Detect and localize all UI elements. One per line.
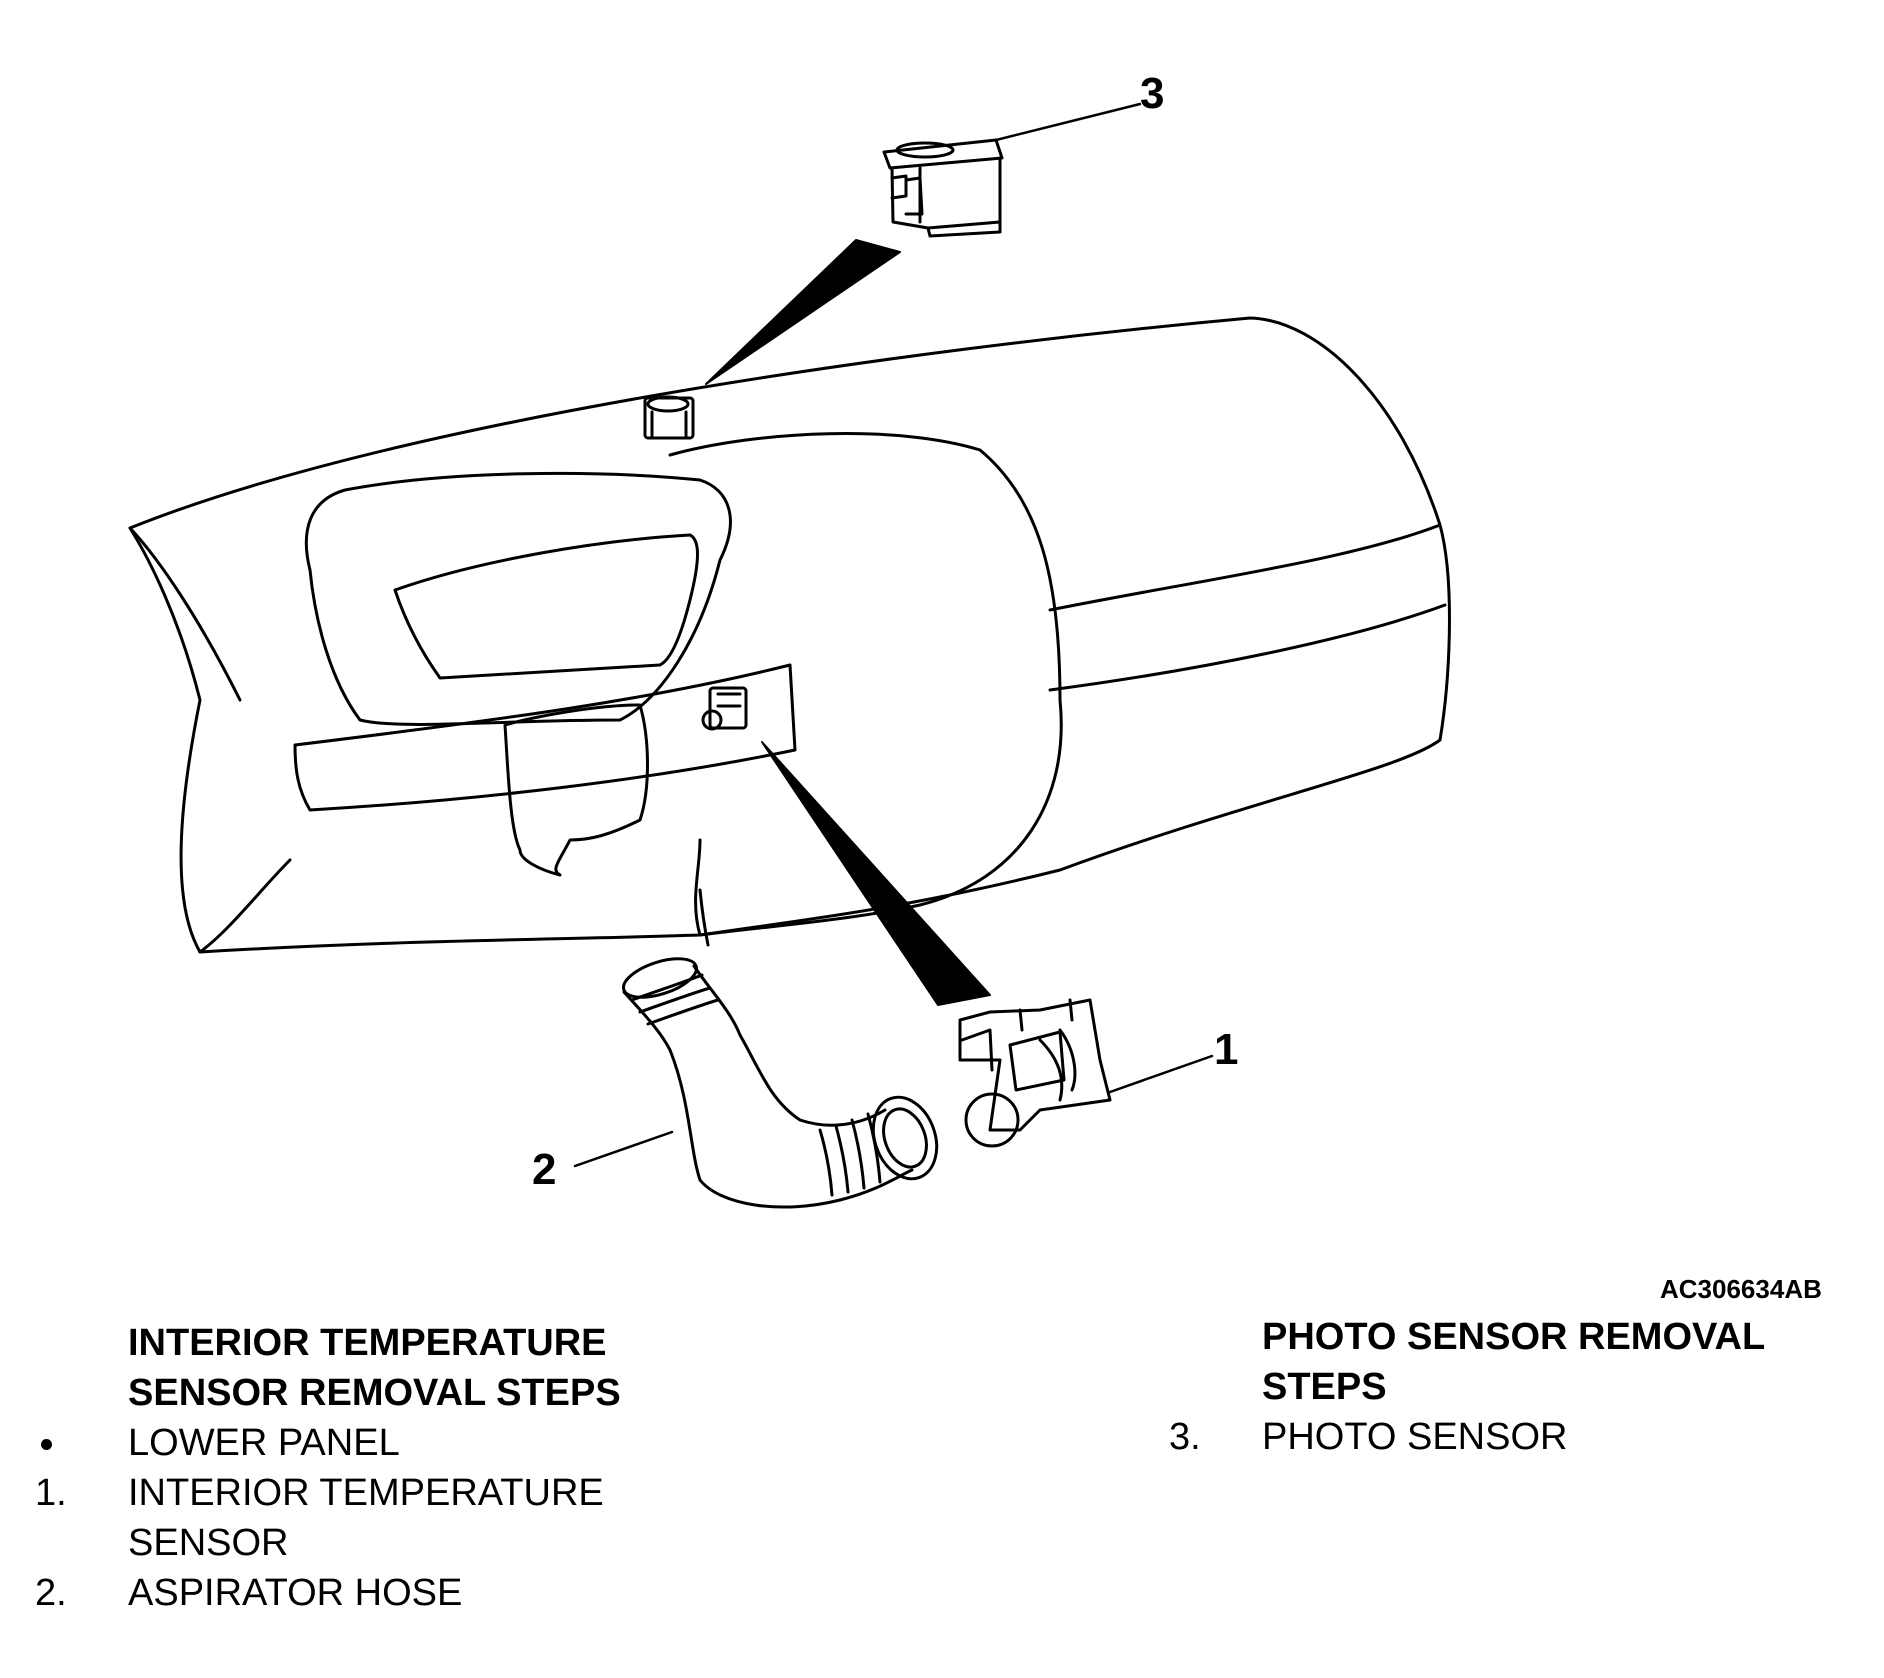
pointer-wedge-1 [761,741,991,1006]
callout-1: 1 [1214,1025,1239,1074]
callout-2: 2 [532,1145,557,1194]
photo-sensor-in-dash-icon [643,395,695,440]
interior-section-heading: INTERIOR TEMPERATURE SENSOR REMOVAL STEP… [128,1318,621,1418]
step-number: 2. [35,1572,67,1614]
photo-section-heading: PHOTO SENSOR REMOVAL STEPS [1262,1312,1765,1412]
bullet-icon [35,1418,128,1468]
step-text: LOWER PANEL [128,1422,400,1464]
callout-3: 3 [1140,69,1165,118]
dashboard-sensor-diagram [128,102,1451,1209]
step-aspirator-hose: 2. ASPIRATOR HOSE [35,1568,604,1618]
step-text: ASPIRATOR HOSE [128,1572,463,1614]
photo-sensor-icon [882,138,1004,238]
leader-line-2 [573,1130,674,1168]
step-photo-sensor: 3. PHOTO SENSOR [1169,1412,1567,1462]
photo-steps-list: 3. PHOTO SENSOR [1169,1412,1567,1462]
leader-line-3 [994,102,1142,142]
step-text-line1: INTERIOR TEMPERATURE [128,1472,604,1514]
step-interior-temperature-sensor: 1. INTERIOR TEMPERATURE SENSOR [35,1468,604,1568]
interior-heading-line1: INTERIOR TEMPERATURE [128,1322,607,1364]
interior-sensor-in-panel-icon [701,686,748,731]
step-number: 1. [35,1472,67,1514]
step-text-block: INTERIOR TEMPERATURE SENSOR [128,1468,604,1568]
photo-heading-line2: STEPS [1262,1366,1387,1408]
leader-line-1 [1108,1054,1214,1094]
figure-id: AC306634AB [1660,1274,1822,1304]
step-text: PHOTO SENSOR [1262,1416,1568,1458]
pointer-wedge-3 [705,239,901,385]
step-text-line2: SENSOR [128,1522,289,1564]
interior-heading-line2: SENSOR REMOVAL STEPS [128,1372,621,1414]
aspirator-hose-icon [622,957,939,1209]
step-number: 3. [1169,1416,1201,1458]
step-lower-panel: LOWER PANEL [35,1418,604,1468]
dashboard-icon [128,316,1451,954]
photo-heading-line1: PHOTO SENSOR REMOVAL [1262,1316,1766,1358]
interior-steps-list: LOWER PANEL 1. INTERIOR TEMPERATURE SENS… [35,1418,604,1618]
interior-temperature-sensor-icon [958,998,1112,1148]
